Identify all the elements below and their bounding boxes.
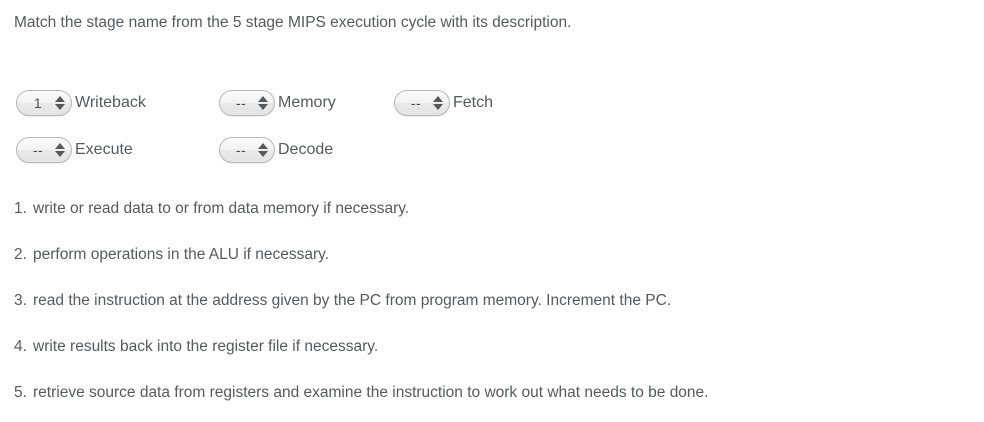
stepper-updown-icon[interactable] xyxy=(432,93,444,113)
arrow-up-icon xyxy=(54,143,65,149)
stage-label-execute: Execute xyxy=(75,141,133,158)
list-item-number: 2. xyxy=(14,246,27,263)
match-item-decode: -- Decode xyxy=(219,135,333,165)
stage-label-memory: Memory xyxy=(278,94,336,111)
list-item: 3. read the instruction at the address g… xyxy=(0,278,984,324)
list-item: 2. perform operations in the ALU if nece… xyxy=(0,232,984,278)
match-item-execute: -- Execute xyxy=(16,135,133,165)
arrow-up-icon xyxy=(54,96,65,102)
stepper-updown-icon[interactable] xyxy=(54,140,66,160)
match-item-writeback: 1 Writeback xyxy=(16,88,146,118)
stage-label-decode: Decode xyxy=(278,141,334,158)
arrow-down-icon xyxy=(54,151,65,157)
stage-select-value: -- xyxy=(32,142,44,158)
arrow-down-icon xyxy=(54,104,65,110)
arrow-down-icon xyxy=(257,151,268,157)
list-item-number: 1. xyxy=(14,200,27,217)
list-item-text: write results back into the register fil… xyxy=(33,338,379,355)
matching-row: 1 Writeback -- Memory -- xyxy=(0,88,984,135)
arrow-up-icon xyxy=(257,96,268,102)
list-item-number: 3. xyxy=(14,292,27,309)
stage-select-decode[interactable]: -- xyxy=(219,137,275,163)
list-item: 5. retrieve source data from registers a… xyxy=(0,370,984,416)
stepper-updown-icon[interactable] xyxy=(54,93,66,113)
list-item-number: 4. xyxy=(14,338,27,355)
stage-select-writeback[interactable]: 1 xyxy=(16,90,72,116)
list-item-text: retrieve source data from registers and … xyxy=(33,384,709,401)
match-item-fetch: -- Fetch xyxy=(394,88,493,118)
stage-select-value: 1 xyxy=(33,95,43,111)
list-item-text: write or read data to or from data memor… xyxy=(33,200,410,217)
stepper-updown-icon[interactable] xyxy=(257,93,269,113)
stage-label-writeback: Writeback xyxy=(75,94,146,111)
list-item-text: read the instruction at the address give… xyxy=(33,292,672,309)
stage-select-value: -- xyxy=(235,142,247,158)
arrow-up-icon xyxy=(432,96,443,102)
list-item-number: 5. xyxy=(14,384,27,401)
list-item: 4. write results back into the register … xyxy=(0,324,984,370)
stage-select-execute[interactable]: -- xyxy=(16,137,72,163)
matching-row: -- Execute -- Decode xyxy=(0,135,984,182)
list-item: 1. write or read data to or from data me… xyxy=(0,186,984,232)
arrow-up-icon xyxy=(257,143,268,149)
matching-controls: 1 Writeback -- Memory -- xyxy=(0,88,984,182)
stage-select-memory[interactable]: -- xyxy=(219,90,275,116)
stage-label-fetch: Fetch xyxy=(453,94,494,111)
question-prompt: Match the stage name from the 5 stage MI… xyxy=(14,14,572,31)
stage-select-value: -- xyxy=(235,95,247,111)
list-item-text: perform operations in the ALU if necessa… xyxy=(33,246,330,263)
stage-select-value: -- xyxy=(410,95,422,111)
match-item-memory: -- Memory xyxy=(219,88,336,118)
description-list: 1. write or read data to or from data me… xyxy=(0,186,984,416)
arrow-down-icon xyxy=(432,104,443,110)
stage-select-fetch[interactable]: -- xyxy=(394,90,450,116)
stepper-updown-icon[interactable] xyxy=(257,140,269,160)
arrow-down-icon xyxy=(257,104,268,110)
